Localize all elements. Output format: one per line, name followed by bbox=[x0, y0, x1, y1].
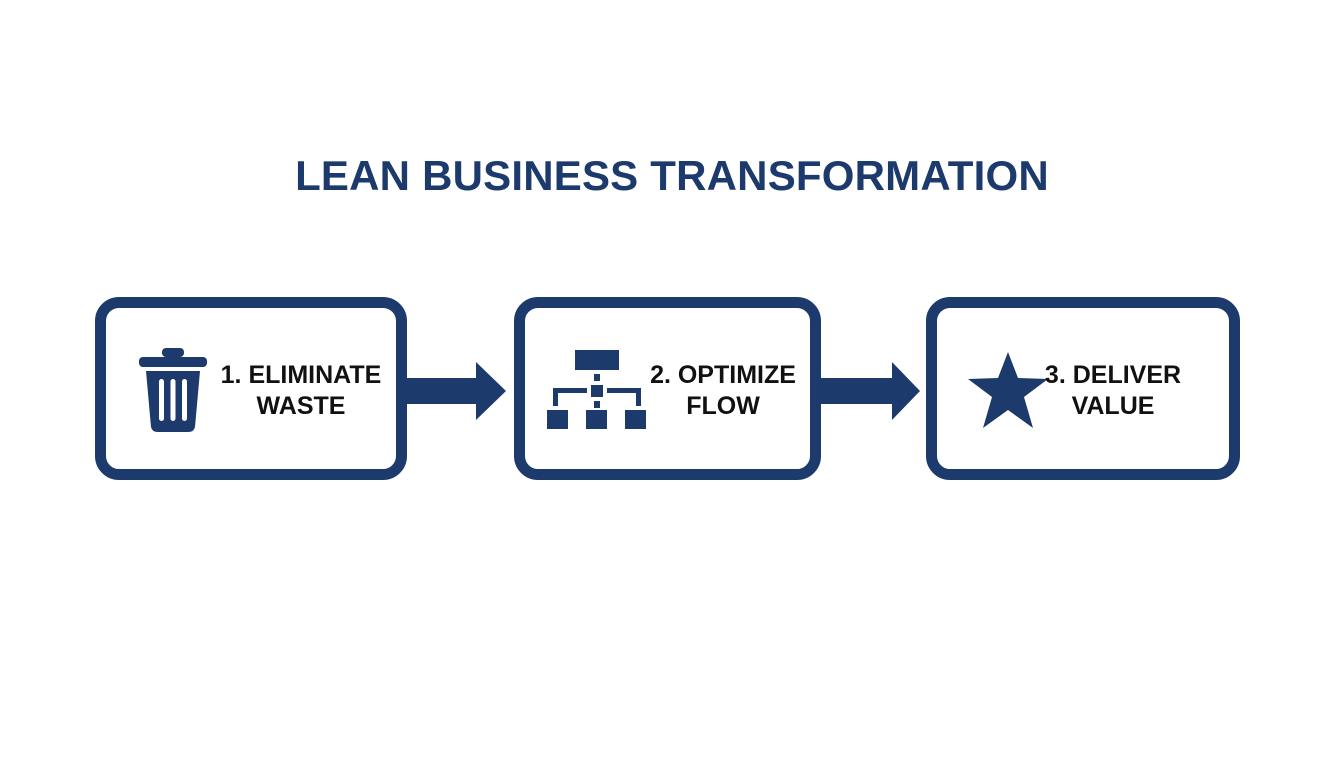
step-deliver-value bbox=[926, 297, 1240, 480]
step-label: 1. ELIMINATE WASTE bbox=[220, 361, 382, 420]
step-label: 3. DELIVER VALUE bbox=[1044, 361, 1182, 420]
trash-can-icon bbox=[139, 348, 207, 432]
star-icon bbox=[968, 352, 1048, 428]
arrow-right-icon bbox=[400, 362, 506, 420]
arrow-right-icon bbox=[814, 362, 920, 420]
step-label: 2. OPTIMIZE FLOW bbox=[650, 361, 796, 420]
diagram-title: LEAN BUSINESS TRANSFORMATION bbox=[295, 152, 1049, 199]
step-eliminate-waste bbox=[95, 297, 407, 480]
flowchart-hierarchy-icon bbox=[547, 350, 646, 429]
